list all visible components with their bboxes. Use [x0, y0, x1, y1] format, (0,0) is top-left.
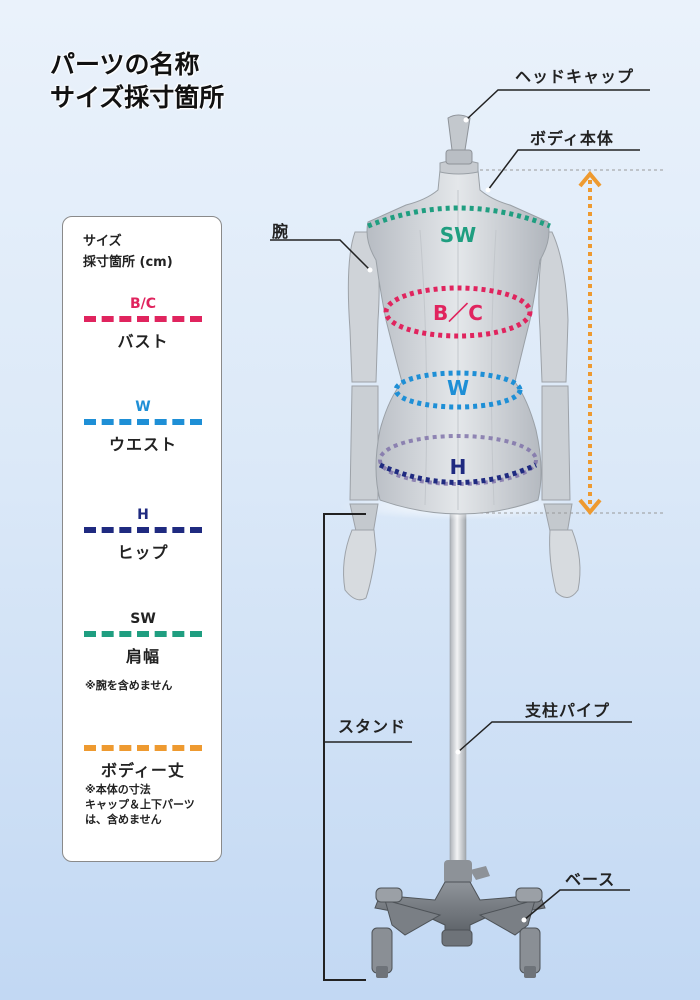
measure-loop-bust [383, 285, 533, 339]
legend-note-body-length-2: キャップ＆上下パーツ [85, 798, 195, 811]
legend-heading-points: 採寸箇所 (cm) [83, 255, 173, 270]
stand-base [371, 881, 546, 978]
label-head-cap: ヘッドキャップ [515, 67, 635, 86]
legend-item-waist: W ウエスト [63, 398, 223, 455]
legend-line-body-length [84, 745, 202, 751]
label-stand: スタンド [338, 717, 407, 736]
legend-code-shoulder: SW [130, 611, 156, 627]
legend-item-shoulder: SW 肩幅 [63, 610, 223, 667]
measure-loop-hip [378, 462, 538, 485]
callout-arm [270, 239, 371, 271]
label-base: ベース [565, 870, 616, 889]
legend-panel: サイズ 採寸箇所 (cm) B/C バスト W ウエスト H ヒップ SW 肩幅… [62, 216, 222, 862]
pole-knob [470, 866, 490, 880]
legend-note-body-length-3: は、含めません [85, 813, 162, 826]
legend-line-shoulder [84, 631, 202, 637]
arm-right [538, 231, 581, 598]
torso-label-w: W [447, 376, 469, 400]
legend-heading-size: サイズ [83, 234, 122, 249]
legend-code-hip: H [137, 507, 149, 523]
legend-name-shoulder: 肩幅 [125, 647, 160, 666]
label-body: ボディ本体 [530, 129, 614, 148]
head-cap [447, 114, 471, 151]
legend-note-body-length-1: ※本体の寸法 [85, 783, 151, 796]
page-title: パーツの名称 サイズ採寸箇所 [50, 48, 224, 114]
torso-label-sw: SW [440, 223, 476, 247]
legend-code-waist: W [135, 399, 151, 415]
legend-line-waist [84, 419, 202, 425]
title-line-1: パーツの名称 [50, 50, 200, 79]
legend-name-waist: ウエスト [108, 435, 177, 454]
label-arm: 腕 [272, 222, 290, 241]
title-line-2: サイズ採寸箇所 [50, 83, 225, 112]
label-pole: 支柱パイプ [525, 701, 611, 720]
measure-loop-waist [393, 370, 523, 410]
legend-code-bust: B/C [129, 296, 157, 312]
legend-line-bust [84, 316, 202, 322]
legend-heading: サイズ 採寸箇所 (cm) [83, 231, 173, 273]
measure-line-shoulder [367, 205, 551, 229]
pole-collar [444, 860, 472, 884]
legend-item-hip: H ヒップ [63, 506, 223, 563]
callout-body [487, 149, 640, 191]
legend-name-bust: バスト [117, 332, 169, 351]
stand-bracket [323, 513, 366, 981]
torso-label-bc: B／C [433, 301, 483, 325]
torso-label-h: H [450, 455, 467, 479]
legend-item-body-length: ボディー丈 [63, 724, 223, 781]
legend-note-shoulder: ※腕を含めません [85, 679, 173, 692]
legend-line-hip [84, 527, 202, 533]
support-pole [449, 505, 467, 879]
legend-item-bust: B/C バスト [63, 295, 223, 352]
arm-left [343, 231, 380, 601]
callout-head-cap [465, 89, 650, 121]
callout-base [523, 889, 630, 921]
callout-pole [457, 721, 632, 753]
legend-name-hip: ヒップ [117, 543, 169, 562]
legend-name-body-length: ボディー丈 [101, 761, 185, 780]
legend-note-body-length: ※本体の寸法 キャップ＆上下パーツ は、含めません [85, 782, 195, 827]
